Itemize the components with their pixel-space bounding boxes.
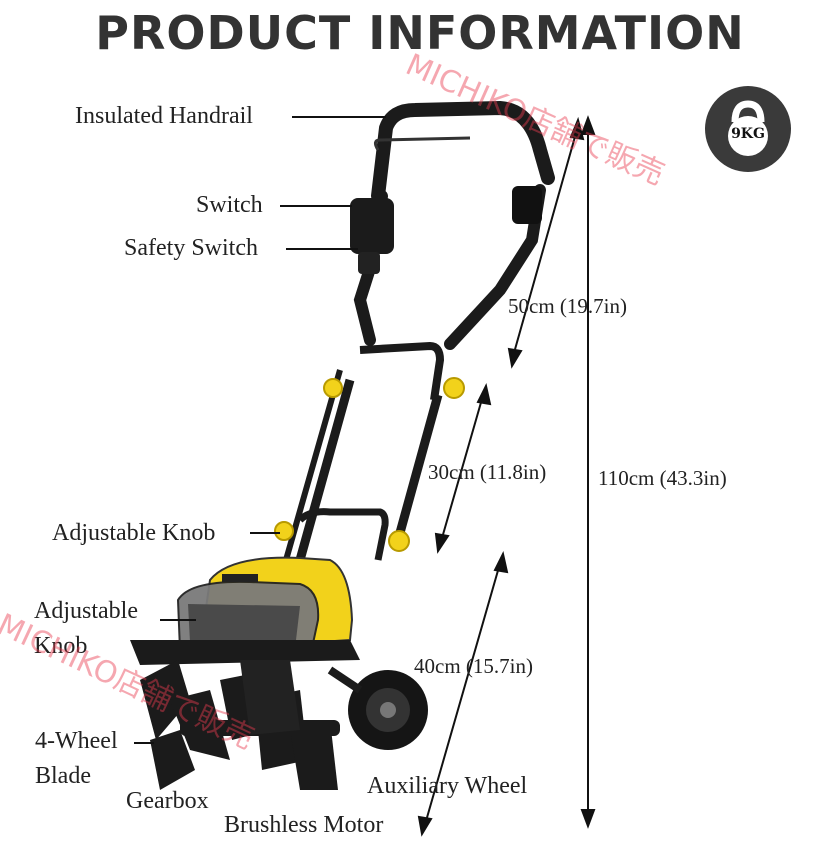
leader-switch	[280, 205, 352, 207]
label-safety-switch: Safety Switch	[124, 235, 258, 261]
label-adjustable-knob-2-line2: Knob	[34, 633, 88, 659]
label-switch: Switch	[196, 192, 263, 218]
leader-blade	[134, 742, 154, 744]
dimension-total: 110cm (43.3in)	[598, 466, 727, 490]
dimension-lower: 40cm (15.7in)	[414, 654, 533, 678]
page-title: PRODUCT INFORMATION	[95, 6, 745, 60]
label-adjustable-knob-1: Adjustable Knob	[52, 520, 216, 546]
leader-knob-2	[160, 619, 196, 621]
label-insulated-handrail: Insulated Handrail	[75, 103, 253, 129]
kettlebell-icon	[728, 100, 768, 156]
leader-safety-switch	[286, 248, 358, 250]
weight-label: 9KG	[731, 126, 765, 142]
label-adjustable-knob-2-line1: Adjustable	[34, 598, 138, 624]
leader-handrail	[292, 116, 386, 118]
label-gearbox: Gearbox	[126, 788, 209, 814]
label-auxiliary-wheel: Auxiliary Wheel	[367, 773, 528, 799]
label-four-wheel-blade-line2: Blade	[35, 763, 91, 789]
label-brushless-motor: Brushless Motor	[224, 812, 384, 838]
dimension-middle: 30cm (11.8in)	[428, 460, 547, 484]
leader-knob-1	[250, 532, 280, 534]
weight-badge: 9KG	[705, 86, 791, 172]
dimension-upper: 50cm (19.7in)	[508, 294, 627, 318]
label-four-wheel-blade-line1: 4-Wheel	[35, 728, 118, 754]
